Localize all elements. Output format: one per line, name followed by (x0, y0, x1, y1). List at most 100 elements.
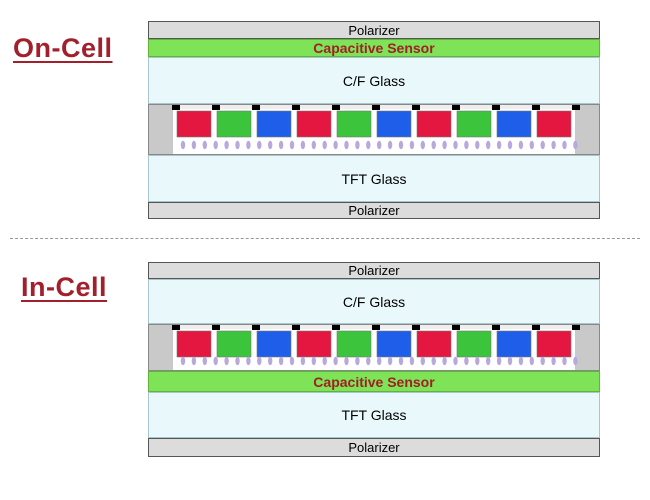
section-divider (10, 238, 640, 239)
liquid-crystal-molecule (278, 356, 284, 366)
liquid-crystal-molecule (268, 140, 273, 150)
on-cell-liquid-crystal-layer (148, 104, 600, 155)
liquid-crystal-molecule (202, 140, 207, 150)
color-filter-red (296, 330, 332, 358)
color-filter-red (296, 110, 332, 138)
black-matrix-segment (292, 325, 300, 330)
liquid-crystal-molecule (235, 140, 240, 150)
liquid-crystal-molecule (191, 356, 197, 366)
black-matrix-segment (252, 325, 260, 330)
liquid-crystal-molecule (398, 356, 404, 366)
liquid-crystal-molecule (311, 356, 316, 366)
left-sealant (149, 105, 173, 154)
black-matrix-segment (212, 325, 220, 330)
on-cell-cf-glass: C/F Glass (148, 57, 600, 104)
liquid-crystal-molecule (431, 140, 436, 150)
liquid-crystal-molecule (268, 356, 273, 366)
liquid-crystal-molecule (224, 356, 229, 366)
liquid-crystal-molecule (453, 356, 458, 366)
liquid-crystal-molecule (333, 356, 338, 366)
color-filter-blue (496, 110, 532, 138)
liquid-crystal-molecule (257, 356, 262, 366)
liquid-crystal-molecule (475, 356, 480, 366)
in-cell-tft-glass: TFT Glass (148, 392, 600, 438)
color-filter-blue (496, 330, 532, 358)
color-filter-red (536, 110, 572, 138)
liquid-crystal-molecule (180, 356, 186, 366)
liquid-crystal-molecule (257, 140, 262, 150)
liquid-crystal-molecule (409, 356, 415, 366)
color-filter-blue (376, 110, 412, 138)
liquid-crystal-molecule (475, 140, 480, 150)
liquid-crystal-molecule (191, 140, 197, 150)
in-cell-liquid-crystal-layer (148, 324, 600, 371)
black-matrix-segment (452, 105, 460, 110)
on-cell-top-polarizer: Polarizer (148, 21, 600, 39)
color-filter-red (416, 330, 452, 358)
liquid-crystal-molecule (420, 140, 425, 150)
color-filter-green (456, 330, 492, 358)
color-filter-blue (376, 330, 412, 358)
liquid-crystal-molecule (224, 140, 229, 150)
on-cell-heading: On-Cell (13, 33, 113, 63)
liquid-crystal-molecule (540, 140, 545, 150)
on-cell-bottom-polarizer: Polarizer (148, 202, 600, 219)
liquid-crystal-molecule (551, 356, 556, 366)
liquid-crystal-molecule (246, 356, 251, 366)
liquid-crystal-molecule (453, 140, 458, 150)
in-cell-bottom-polarizer: Polarizer (148, 438, 600, 457)
in-cell-cf-glass: C/F Glass (148, 279, 600, 324)
black-matrix-segment (292, 105, 300, 110)
black-matrix-segment (212, 105, 220, 110)
in-cell-top-polarizer: Polarizer (148, 262, 600, 279)
right-sealant (575, 325, 599, 370)
color-filter-red (176, 330, 212, 358)
liquid-crystal-molecule (300, 356, 306, 366)
liquid-crystal-molecule (420, 356, 425, 366)
liquid-crystal-molecule (562, 356, 567, 366)
liquid-crystal-molecule (377, 140, 382, 150)
liquid-crystal-molecule (387, 356, 393, 366)
liquid-crystal-molecule (518, 356, 524, 366)
liquid-crystal-molecule (387, 140, 393, 150)
liquid-crystal-molecule (333, 140, 338, 150)
color-filter-green (456, 110, 492, 138)
black-matrix-segment (572, 325, 580, 330)
black-matrix-segment (412, 325, 420, 330)
liquid-crystal-molecule (398, 140, 404, 150)
in-cell-capacitive-sensor: Capacitive Sensor (148, 371, 600, 392)
black-matrix-segment (252, 105, 260, 110)
liquid-crystal-molecule (278, 140, 284, 150)
liquid-crystal-molecule (562, 140, 567, 150)
black-matrix-segment (572, 105, 580, 110)
liquid-crystal-molecule (464, 140, 469, 150)
liquid-crystal-molecule (486, 356, 491, 366)
liquid-crystal-molecule (518, 140, 524, 150)
liquid-crystal-molecule (322, 356, 327, 366)
liquid-crystal-molecule (529, 140, 534, 150)
color-filter-green (336, 110, 372, 138)
liquid-crystal-molecule (366, 140, 371, 150)
color-filter-green (216, 110, 252, 138)
on-cell-color-filter-array (149, 105, 599, 154)
liquid-crystal-molecule (486, 140, 491, 150)
black-matrix-segment (532, 325, 540, 330)
left-sealant (149, 325, 173, 370)
liquid-crystal-molecule (300, 140, 306, 150)
liquid-crystal-molecule (213, 356, 218, 366)
liquid-crystal-molecule (213, 140, 218, 150)
liquid-crystal-molecule (573, 140, 578, 150)
liquid-crystal-molecule (344, 356, 349, 366)
liquid-crystal-molecule (180, 140, 186, 150)
liquid-crystal-molecule (311, 140, 316, 150)
liquid-crystal-molecule (431, 356, 436, 366)
liquid-crystal-molecule (442, 140, 447, 150)
liquid-crystal-molecule (573, 356, 578, 366)
liquid-crystal-molecule (202, 356, 207, 366)
liquid-crystal-molecule (540, 356, 545, 366)
liquid-crystal-molecule (344, 140, 349, 150)
liquid-crystal-molecule (355, 356, 360, 366)
liquid-crystal-molecule (442, 356, 447, 366)
black-matrix-segment (332, 325, 340, 330)
color-filter-blue (256, 110, 292, 138)
